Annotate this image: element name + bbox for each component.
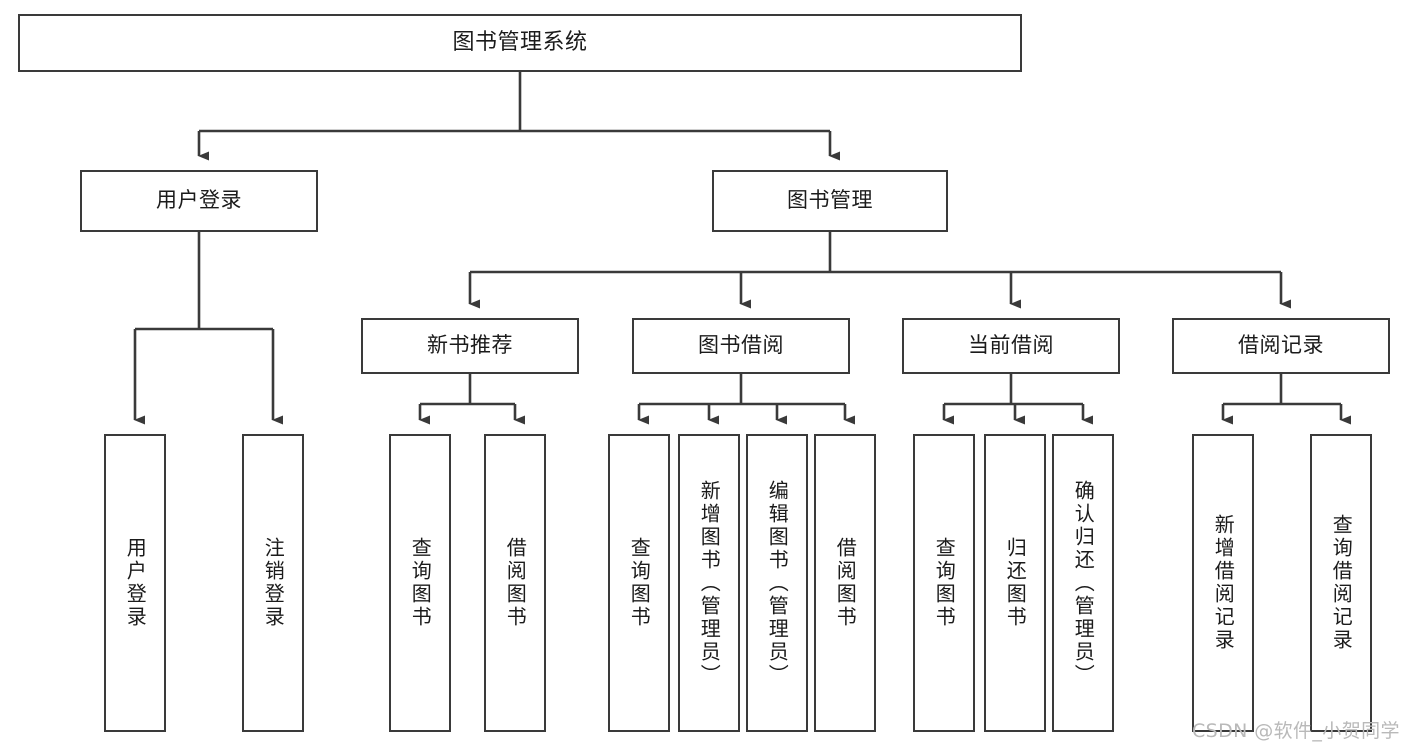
node-leaf-add-record-label: 新增借阅记录 — [1211, 514, 1236, 652]
node-new-book-recommend-label: 新书推荐 — [427, 333, 513, 358]
node-leaf-borrow-book-2-label: 借阅图书 — [833, 537, 858, 629]
node-borrow-record[interactable]: 借阅记录 — [1172, 318, 1390, 374]
node-book-borrow[interactable]: 图书借阅 — [632, 318, 850, 374]
node-current-borrow-label: 当前借阅 — [968, 333, 1054, 358]
node-book-borrow-label: 图书借阅 — [698, 333, 784, 358]
node-leaf-query-book-2[interactable]: 查询图书 — [608, 434, 670, 732]
node-book-manage[interactable]: 图书管理 — [712, 170, 948, 232]
node-user-login[interactable]: 用户登录 — [80, 170, 318, 232]
node-root-label: 图书管理系统 — [452, 29, 588, 55]
node-leaf-add-record[interactable]: 新增借阅记录 — [1192, 434, 1254, 732]
node-leaf-add-book-label: 新增图书（管理员） — [697, 479, 722, 687]
node-leaf-borrow-book-1-label: 借阅图书 — [503, 537, 528, 629]
node-leaf-query-book-3[interactable]: 查询图书 — [913, 434, 975, 732]
node-leaf-user-login[interactable]: 用户登录 — [104, 434, 166, 732]
node-leaf-logout[interactable]: 注销登录 — [242, 434, 304, 732]
node-user-login-label: 用户登录 — [156, 188, 242, 213]
node-leaf-query-book-3-label: 查询图书 — [932, 537, 957, 629]
node-book-manage-label: 图书管理 — [787, 188, 873, 213]
node-leaf-return-book-label: 归还图书 — [1003, 537, 1028, 629]
node-leaf-query-book-2-label: 查询图书 — [627, 537, 652, 629]
node-leaf-query-book-1[interactable]: 查询图书 — [389, 434, 451, 732]
watermark: CSDN @软件_小贺同学 — [1192, 720, 1400, 742]
node-leaf-query-record-label: 查询借阅记录 — [1329, 514, 1354, 652]
node-leaf-logout-label: 注销登录 — [261, 537, 286, 629]
node-leaf-query-book-1-label: 查询图书 — [408, 537, 433, 629]
node-leaf-confirm-return[interactable]: 确认归还（管理员） — [1052, 434, 1114, 732]
node-leaf-return-book[interactable]: 归还图书 — [984, 434, 1046, 732]
node-leaf-borrow-book-1[interactable]: 借阅图书 — [484, 434, 546, 732]
node-leaf-confirm-return-label: 确认归还（管理员） — [1071, 479, 1096, 687]
node-leaf-user-login-label: 用户登录 — [123, 537, 148, 629]
node-new-book-recommend[interactable]: 新书推荐 — [361, 318, 579, 374]
node-leaf-edit-book[interactable]: 编辑图书（管理员） — [746, 434, 808, 732]
node-leaf-edit-book-label: 编辑图书（管理员） — [765, 479, 790, 687]
node-root[interactable]: 图书管理系统 — [18, 14, 1022, 72]
node-leaf-add-book[interactable]: 新增图书（管理员） — [678, 434, 740, 732]
node-borrow-record-label: 借阅记录 — [1238, 333, 1324, 358]
node-current-borrow[interactable]: 当前借阅 — [902, 318, 1120, 374]
node-leaf-borrow-book-2[interactable]: 借阅图书 — [814, 434, 876, 732]
node-leaf-query-record[interactable]: 查询借阅记录 — [1310, 434, 1372, 732]
